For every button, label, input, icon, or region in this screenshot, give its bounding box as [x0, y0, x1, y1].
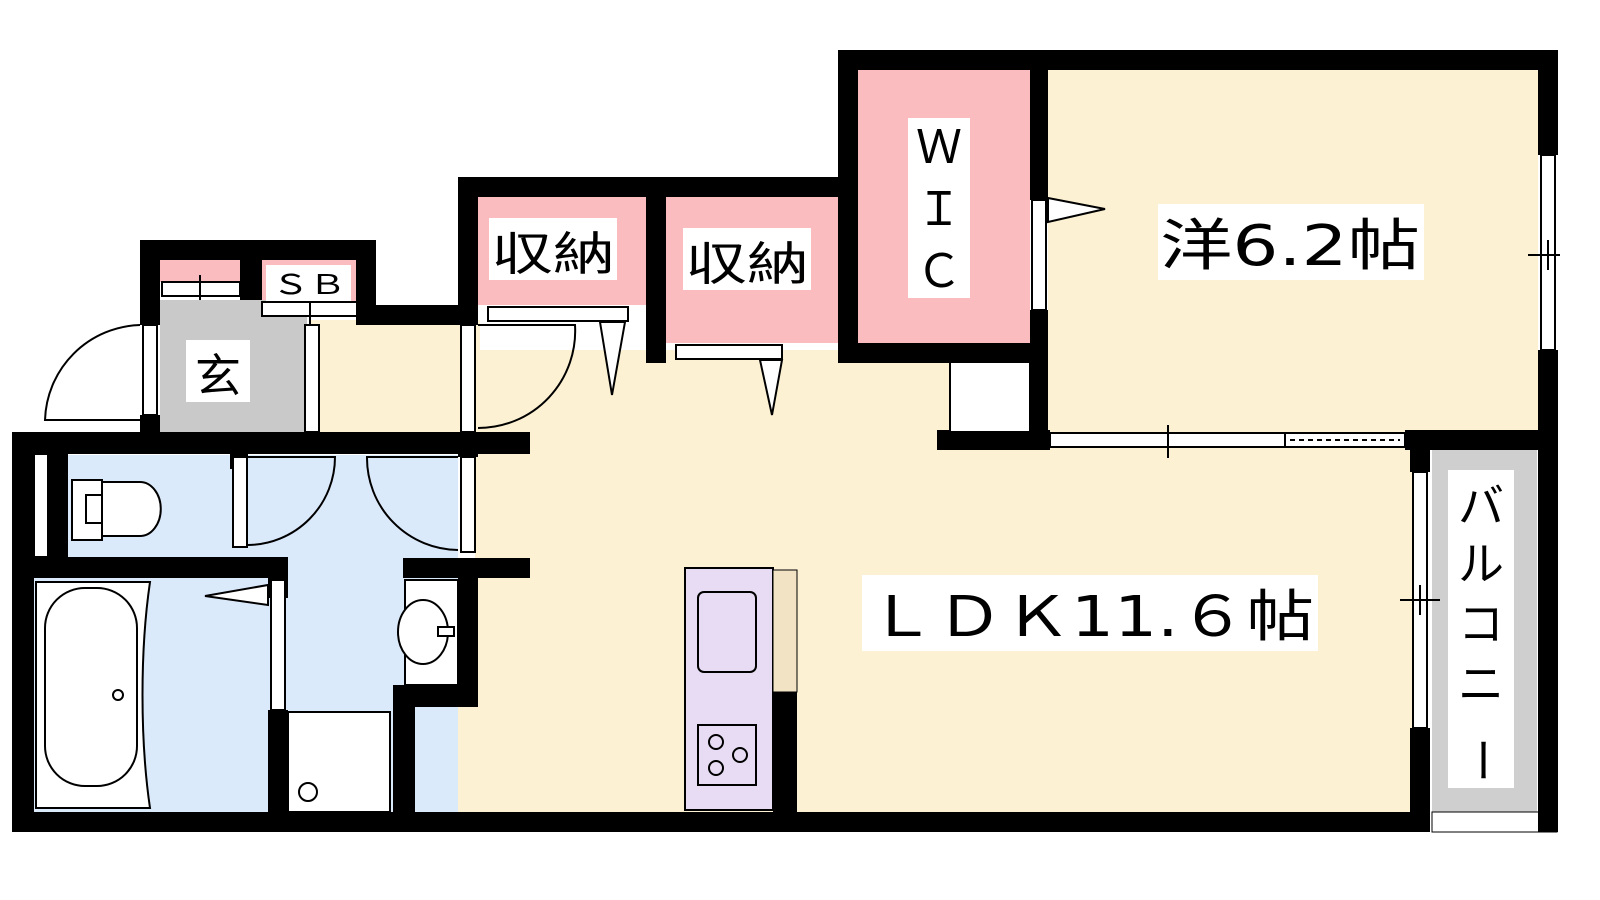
storage-right-label: 収納	[685, 237, 809, 291]
wic-label-c: Ｃ	[916, 244, 962, 298]
balcony-label-3: コ	[1458, 597, 1504, 651]
balcony-right-rail	[1538, 450, 1558, 832]
windows	[142, 154, 1560, 729]
storage-right-door-swing	[758, 359, 784, 416]
sink-icon	[697, 591, 757, 673]
wall-bottom	[12, 812, 1430, 832]
wall-storage-divider	[646, 177, 666, 362]
stove-icon	[697, 724, 757, 786]
wall-hall-top	[356, 305, 478, 325]
wall-toilet-bottom	[34, 557, 288, 578]
entry-door-swing	[43, 324, 141, 421]
toilet-window	[33, 453, 49, 558]
kitchen-counter	[684, 567, 798, 811]
wall-wet-top	[12, 432, 530, 454]
ldk-label: ＬＤＫ11.６帖	[868, 585, 1314, 650]
wall-wic-western-divider-2	[1030, 310, 1048, 450]
wall-ldk-right-bottom	[1410, 728, 1430, 832]
wall-western-right-bottom	[1538, 350, 1558, 450]
wall-entry-left	[140, 240, 160, 325]
wall-kitchen-partition	[773, 692, 797, 812]
wic-label-i: Ｉ	[916, 182, 962, 236]
wall-top-wic-western	[838, 50, 1558, 70]
hall-door-swing	[477, 324, 577, 430]
wall-wash-right-mid	[403, 558, 530, 578]
wall-wash-right-upper	[458, 432, 478, 457]
balcony-label-4: ニ	[1458, 657, 1504, 711]
wall-sb-divider	[240, 260, 262, 300]
wall-toilet-left-inner	[48, 454, 68, 558]
storage-right-door	[675, 344, 783, 360]
balcony-label-1: バ	[1458, 479, 1504, 533]
washbasin-icon	[397, 579, 459, 686]
entry-window-left	[142, 324, 158, 416]
bath-door-swing	[204, 583, 269, 607]
wall-wic-left	[838, 50, 858, 362]
wall-wash-right-bottom	[393, 685, 415, 832]
storage-left-door-swing	[598, 321, 627, 396]
wall-entry-top	[140, 240, 376, 260]
wall-western-right-top	[1538, 50, 1558, 155]
wic-label-w: Ｗ	[916, 120, 962, 174]
wash-door-frame	[460, 456, 476, 553]
wall-storage-left	[458, 177, 478, 325]
wall-ldk-right-top	[1410, 450, 1430, 472]
balcony-label-2: ル	[1458, 537, 1504, 591]
washing-machine-space	[287, 711, 391, 813]
wall-western-bottom-right	[1405, 430, 1558, 450]
wall-bath-right-lower	[268, 710, 288, 832]
closet-nook	[949, 361, 1031, 433]
shoe-box-small-floor	[160, 260, 240, 282]
shoe-box-label: ＳＢ	[272, 270, 346, 301]
toilet-door-swing	[247, 456, 337, 546]
western-room-label: 洋6.2帖	[1160, 214, 1420, 279]
bath-door-frame	[270, 579, 286, 711]
wall-entry-left-lower	[140, 415, 160, 435]
entrance-label: 玄	[195, 349, 241, 403]
storage-left-label: 収納	[491, 227, 615, 281]
wash-door-swing	[365, 456, 459, 551]
hallway-floor	[310, 320, 480, 435]
wall-wet-left	[12, 432, 34, 832]
wall-western-bottom-left	[937, 430, 1050, 450]
bathtub-icon	[35, 581, 152, 809]
storage-left-door	[487, 306, 629, 322]
hall-door-left	[460, 324, 476, 433]
toilet-icon	[71, 479, 162, 541]
door-swings	[43, 196, 1106, 607]
room-labels: 洋6.2帖 ＬＤＫ11.６帖 Ｗ Ｉ Ｃ 収納 収納 玄 ＳＢ バ ル コ ニ …	[186, 118, 1514, 788]
western-door-swing	[1047, 196, 1106, 224]
wall-wic-bottom	[838, 343, 1048, 363]
wall-wash-right-lower	[458, 578, 478, 690]
balcony-label-5: ー	[1455, 737, 1509, 783]
wall-wic-western-divider	[1030, 70, 1048, 200]
toilet-door-frame	[232, 456, 248, 548]
wall-storage-bottom-right	[646, 343, 666, 363]
fixtures	[33, 361, 1031, 813]
hall-door-right	[304, 324, 320, 433]
wall-sb-right	[356, 240, 376, 325]
door-western-sliding	[1049, 432, 1406, 448]
window-wic-side	[1031, 199, 1047, 311]
